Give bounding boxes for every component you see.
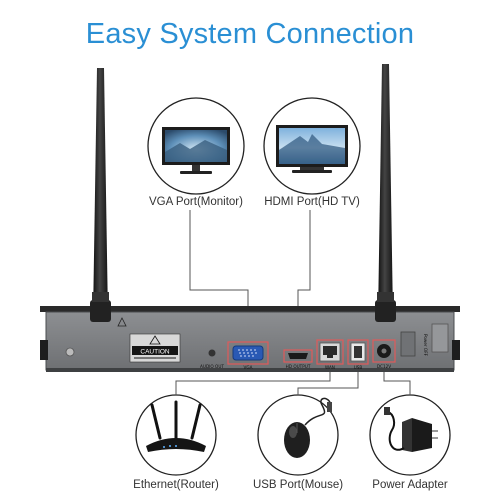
hd-output-label: HD OUTPUT	[286, 364, 311, 369]
adapter-caption: Power Adapter	[372, 479, 448, 491]
dc12v-label: DC12V	[377, 364, 391, 369]
router-caption: Ethernet(Router)	[133, 479, 219, 491]
tv-caption: HDMI Port(HD TV)	[264, 196, 360, 208]
page-title: Easy System Connection	[85, 18, 415, 50]
router-icon	[146, 400, 206, 452]
audio-out-port[interactable]	[208, 349, 216, 357]
ethernet-connector-line	[175, 366, 331, 395]
power-adapter-icon	[384, 407, 438, 452]
usb-label: USB	[354, 365, 363, 370]
tv-device	[263, 97, 361, 195]
audio-out-label: AUDIO OUT	[200, 364, 224, 369]
usb-connector-line	[297, 366, 359, 395]
mouse-icon	[284, 397, 332, 458]
mouse-device	[257, 394, 339, 476]
monitor-icon	[162, 127, 230, 174]
hdmi-port[interactable]	[288, 353, 308, 359]
router-device	[135, 394, 217, 476]
left-antenna	[90, 68, 111, 322]
mouse-caption: USB Port(Mouse)	[252, 479, 344, 491]
monitor-device	[147, 97, 245, 195]
caution-label: CAUTION	[129, 333, 181, 363]
monitor-caption: VGA Port(Monitor)	[149, 196, 243, 208]
vga-label: VGA	[244, 365, 253, 370]
tv-icon	[276, 125, 348, 173]
wan-label: WAN	[325, 365, 335, 370]
right-antenna	[375, 64, 396, 322]
power-adapter-device	[369, 394, 451, 476]
power-label: Power OFF	[423, 334, 428, 357]
caution-text: CAUTION	[140, 349, 170, 356]
power-switch[interactable]	[400, 331, 416, 357]
